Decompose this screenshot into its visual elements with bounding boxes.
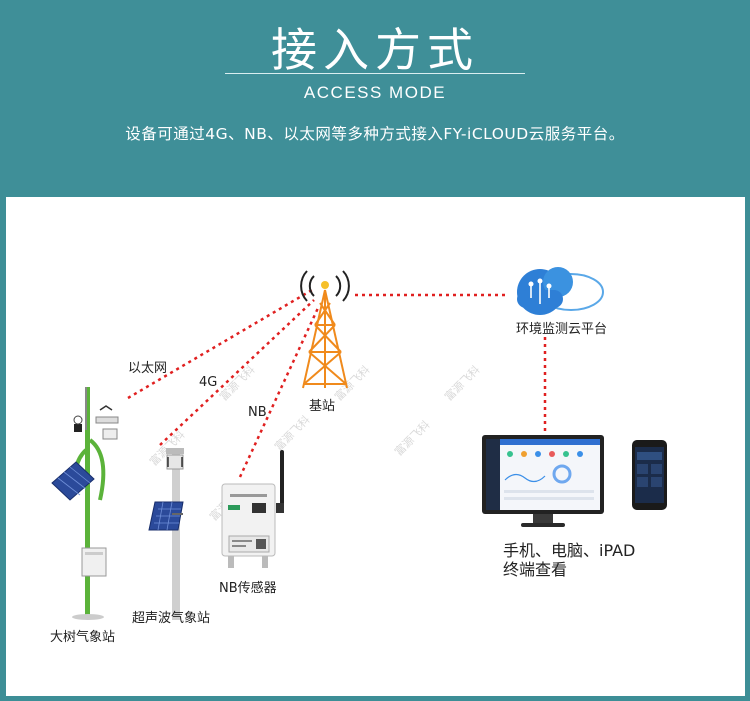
header-banner: 接入方式 ACCESS MODE 设备可通过4G、NB、以太网等多种方式接入FY… bbox=[0, 0, 750, 190]
terminals-label-line1: 手机、电脑、iPAD bbox=[503, 541, 636, 560]
ethernet-link-label: 以太网 bbox=[128, 361, 168, 376]
4g-link bbox=[159, 299, 315, 446]
title-divider bbox=[225, 73, 525, 74]
ultrasonic-weather-station-icon bbox=[148, 448, 184, 620]
ethernet-link bbox=[127, 288, 313, 400]
4g-link-label: 4G bbox=[199, 375, 218, 390]
base-station-tower-icon bbox=[300, 270, 350, 389]
nb-sensor-label: NB传感器 bbox=[219, 581, 277, 596]
page-title: 接入方式 bbox=[271, 23, 479, 77]
base-station-label: 基站 bbox=[309, 399, 336, 414]
diagram-panel bbox=[6, 197, 745, 696]
nb-link bbox=[238, 307, 320, 478]
page-description: 设备可通过4G、NB、以太网等多种方式接入FY-iCLOUD云服务平台。 bbox=[125, 125, 625, 143]
terminals-label-line2: 终端查看 bbox=[503, 560, 568, 579]
ultrasonic-station-label: 超声波气象站 bbox=[132, 611, 211, 626]
desktop-monitor-icon bbox=[482, 435, 604, 527]
nb-sensor-device-icon bbox=[221, 450, 284, 568]
nb-link-label: NB bbox=[248, 405, 267, 420]
smartphone-icon bbox=[632, 440, 667, 510]
cloud-platform-icon bbox=[517, 267, 604, 315]
page-subtitle: ACCESS MODE bbox=[303, 83, 447, 102]
tree-weather-station-icon bbox=[51, 387, 119, 620]
cloud-platform-label: 环境监测云平台 bbox=[516, 322, 608, 337]
tree-station-label: 大树气象站 bbox=[50, 630, 116, 645]
